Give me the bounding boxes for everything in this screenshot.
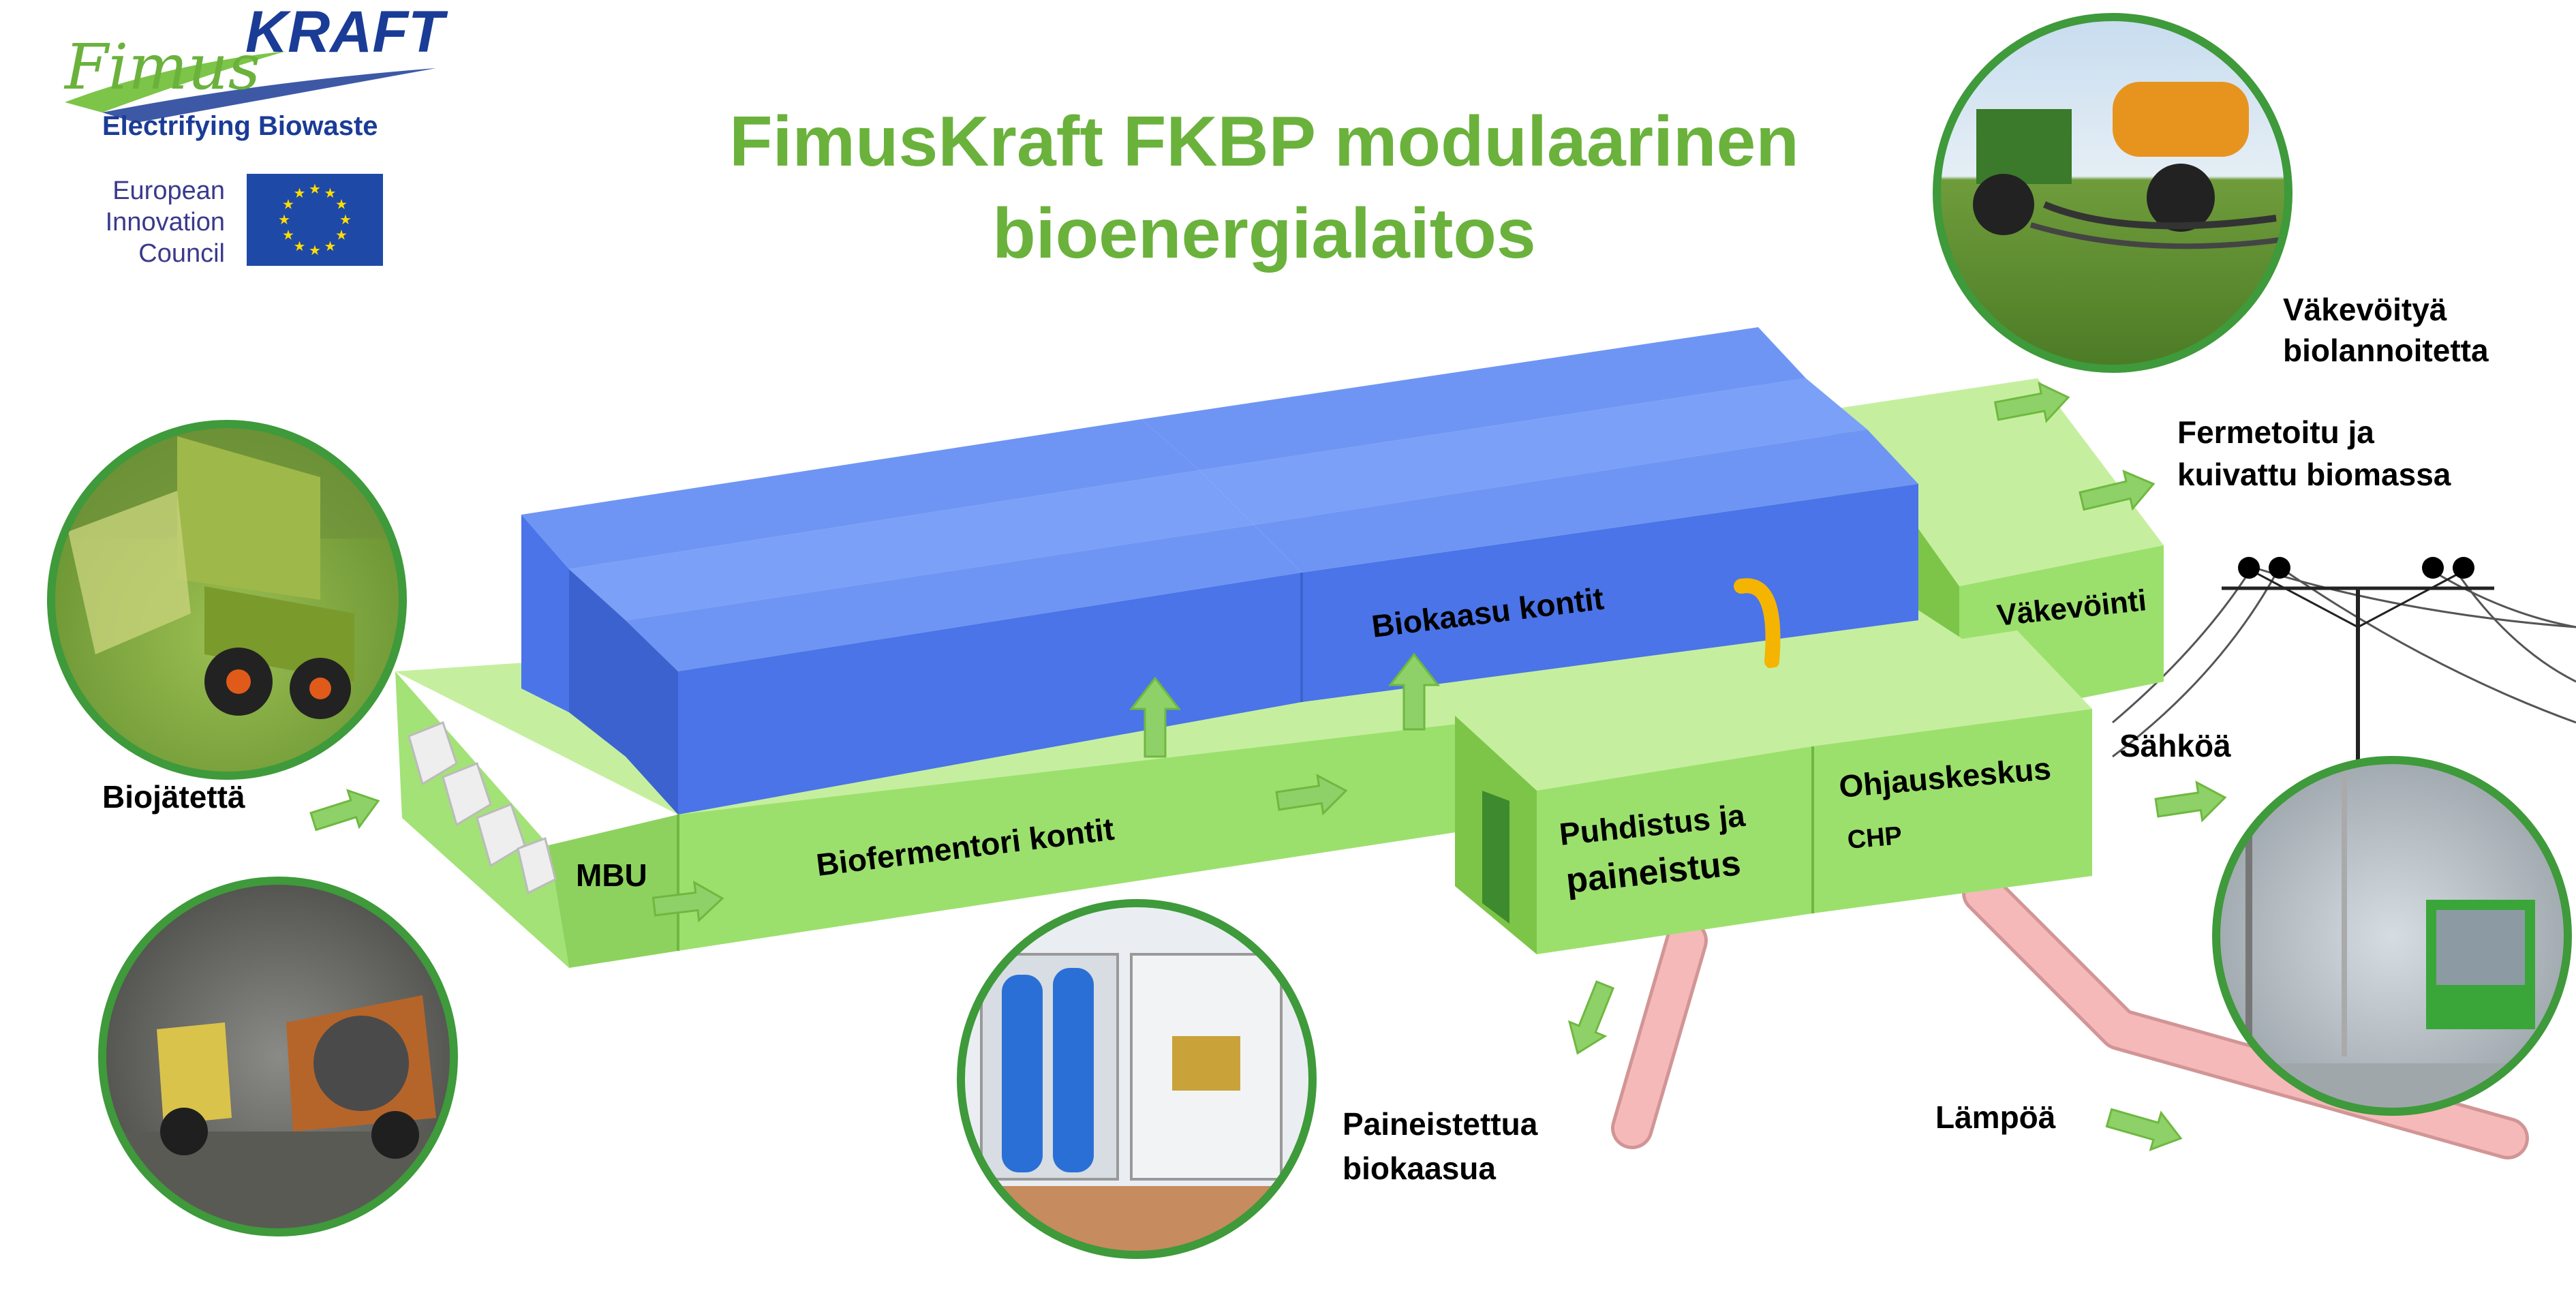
- eu-star-icon: ★: [324, 239, 337, 254]
- eu-star-icon: ★: [278, 213, 290, 228]
- title-line2: bioenergialaitos: [992, 194, 1536, 273]
- arrow-biomass: [2079, 470, 2156, 511]
- label-gas-line1: Paineistettua: [1343, 1106, 1538, 1142]
- label-biomass-line1: Fermetoitu ja: [2177, 414, 2374, 450]
- eu-star-icon: ★: [335, 198, 348, 213]
- arrow-heat: [2105, 1108, 2183, 1151]
- mbu-shredder-icon: [408, 721, 557, 895]
- biofermentor-containers: [521, 419, 1302, 815]
- label-fertilizer-line2: biolannoitetta: [2283, 333, 2489, 368]
- label-input-biowaste: Biojätettä: [102, 779, 245, 815]
- label-biomass-line2: kuivattu biomassa: [2177, 457, 2451, 492]
- eic-line2: Innovation: [106, 208, 225, 237]
- eu-star-icon: ★: [335, 228, 348, 243]
- eu-star-icon: ★: [309, 182, 321, 197]
- power-pole-icon: [2222, 557, 2494, 770]
- logo-name-bold: KRAFT: [245, 0, 448, 65]
- power-lines: [2112, 566, 2576, 758]
- logo-tagline: Electrifying Biowaste: [102, 111, 378, 141]
- biogas-containers: [1141, 327, 1918, 702]
- arrow-mbu-to-fermentor: [651, 880, 724, 923]
- arrow-fertilizer: [1993, 381, 2070, 423]
- title-line1: FimusKraft FKBP modulaarinen: [729, 102, 1799, 181]
- photo-forage-harvester: [47, 420, 407, 780]
- eu-star-icon: ★: [282, 228, 294, 243]
- eic-line3: Council: [138, 239, 225, 268]
- arrow-fermentor-to-purification: [1275, 774, 1348, 816]
- up-arrow-right: [1387, 652, 1441, 731]
- eu-star-icon: ★: [294, 186, 306, 201]
- label-electricity: Sähköä: [2119, 728, 2231, 763]
- eic-logo: European Innovation Council ★★★★★★★★★★★★: [106, 174, 383, 268]
- label-mbu: MBU: [576, 857, 647, 893]
- label-gas-line2: biokaasua: [1343, 1151, 1496, 1186]
- eu-star-icon: ★: [294, 239, 306, 254]
- up-arrow-left: [1129, 676, 1182, 758]
- orange-gas-tube: [1734, 578, 1781, 669]
- arrow-electricity: [2154, 780, 2227, 823]
- photo-gas-cabinet: [957, 899, 1317, 1259]
- eu-flag-icon: ★★★★★★★★★★★★: [247, 174, 383, 266]
- label-control-line2: CHP: [1846, 821, 1903, 855]
- module-control: [1748, 631, 2092, 913]
- eu-star-icon: ★: [282, 198, 294, 213]
- flow-arrows: [309, 381, 2227, 1151]
- eu-star-icon: ★: [339, 213, 352, 228]
- eu-star-icon: ★: [324, 186, 337, 201]
- door-icon: [1482, 791, 1509, 924]
- label-heat: Lämpöä: [1935, 1099, 2056, 1135]
- arrow-gas: [1567, 980, 1615, 1055]
- label-fertilizer-line1: Väkevöityä: [2283, 292, 2447, 327]
- eic-line1: European: [112, 177, 225, 205]
- eu-star-icon: ★: [309, 243, 321, 258]
- photo-slurry-tanker: [1933, 13, 2293, 373]
- module-purification: [1455, 671, 1813, 954]
- fimuskraft-logo: Fimus KRAFT Electrifying Biowaste: [63, 0, 448, 141]
- logo-name-script: Fimus: [63, 31, 260, 104]
- arrow-input: [309, 789, 380, 832]
- gas-pipe: [1611, 920, 1708, 1149]
- photo-waste-hall: [98, 877, 458, 1236]
